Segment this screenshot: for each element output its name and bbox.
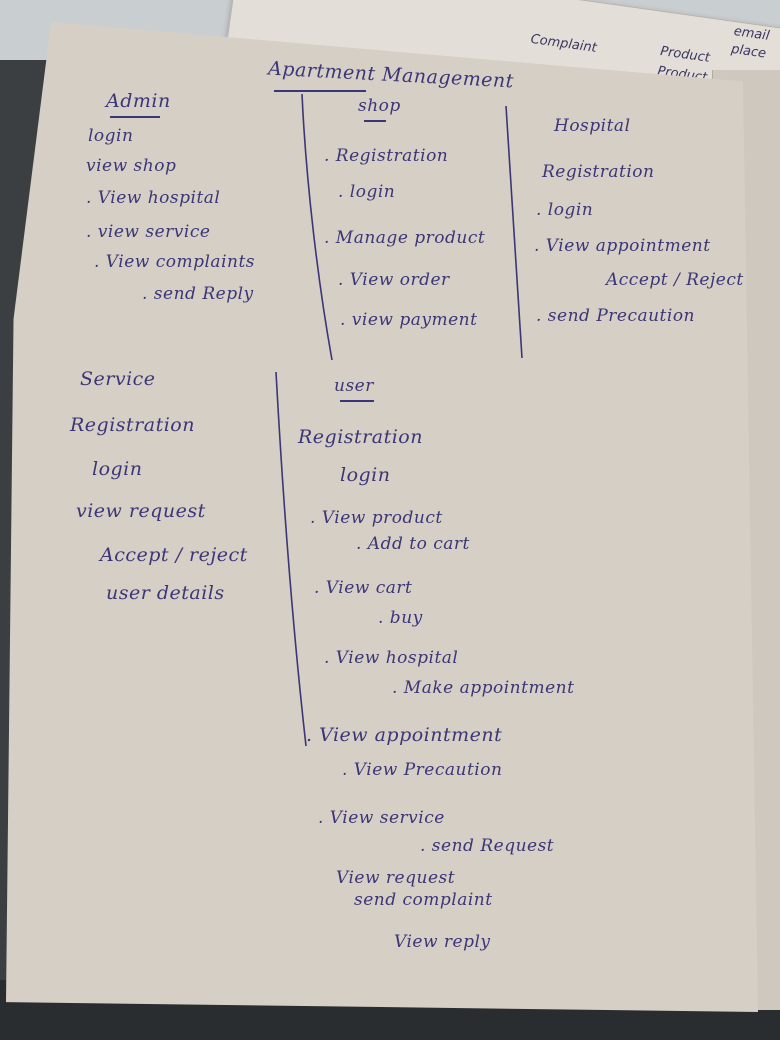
shop-heading: shop (358, 96, 401, 116)
service-item: user details (106, 582, 225, 604)
background-sheet-label: Product (659, 44, 711, 66)
admin-underline (110, 116, 160, 118)
user-item: . View cart (314, 578, 413, 598)
user-item: View reply (394, 932, 491, 952)
user-item: . Make appointment (392, 678, 575, 698)
user-item: . View Precaution (342, 760, 503, 780)
admin-item: view shop (86, 156, 177, 176)
service-item: view request (76, 500, 206, 522)
background-sheet-label: place (730, 41, 767, 62)
hospital-item: Accept / Reject (606, 270, 744, 290)
admin-item: . View complaints (94, 252, 256, 272)
shop-item: . login (338, 182, 396, 202)
admin-item: login (88, 126, 134, 146)
background-sheet-label: Complaint (529, 31, 598, 56)
user-item: . send Request (420, 836, 555, 856)
user-item: . View appointment (306, 724, 503, 746)
hospital-item: . login (536, 200, 594, 220)
user-item: . buy (378, 608, 423, 628)
hospital-item: Registration (542, 162, 655, 182)
user-item: send complaint (354, 890, 493, 910)
background-sheet-label: email (732, 24, 771, 44)
shop-item: . view payment (340, 310, 478, 330)
column-dividers (275, 93, 523, 747)
user-underline (340, 400, 374, 402)
shop-item: . Manage product (324, 228, 486, 248)
hospital-heading: Hospital (554, 116, 631, 136)
user-item: . Add to cart (356, 534, 470, 554)
shop-item: . Registration (324, 146, 449, 166)
shop-item: . View order (338, 270, 450, 290)
admin-heading: Admin (106, 90, 171, 112)
user-item: . View hospital (324, 648, 459, 668)
service-item: Registration (70, 414, 195, 436)
title-underline (274, 90, 366, 92)
user-item: . View service (318, 808, 445, 828)
service-item: Accept / reject (100, 544, 248, 566)
hospital-item: . View appointment (534, 236, 711, 256)
admin-item: . view service (86, 222, 211, 242)
service-heading: Service (80, 368, 156, 390)
hospital-item: . send Precaution (536, 306, 696, 326)
admin-item: . View hospital (86, 188, 221, 208)
service-item: login (92, 458, 143, 480)
notebook-page: Apartment Management Admin login view sh… (6, 22, 758, 1012)
user-item: Registration (298, 426, 423, 448)
admin-item: . send Reply (142, 284, 254, 304)
user-item: login (340, 464, 391, 486)
shop-underline (364, 120, 386, 122)
user-heading: user (334, 376, 374, 396)
user-item: View request (336, 868, 456, 888)
user-item: . View product (310, 508, 443, 528)
